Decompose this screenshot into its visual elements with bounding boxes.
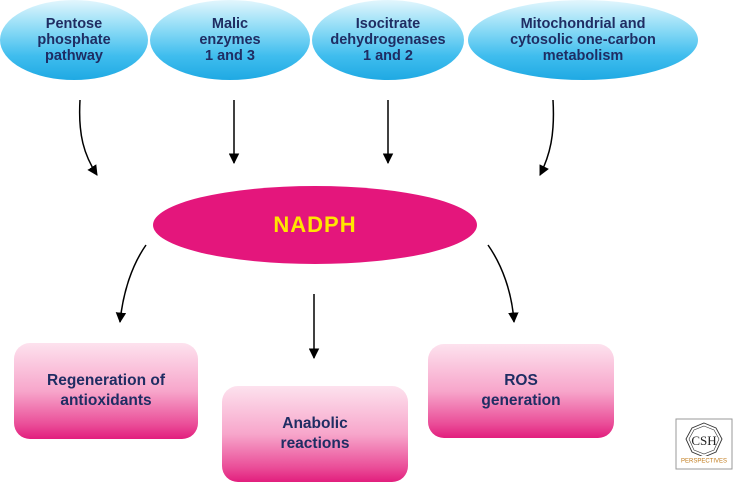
nadph-label: NADPH — [273, 212, 357, 237]
source-pentose-phosphate-pathway: Pentose phosphate pathway — [0, 0, 148, 80]
arrow-onecarbon-to-nadph — [539, 99, 555, 176]
output-ros-generation: ROS generation — [428, 344, 614, 438]
svg-text:CSH: CSH — [691, 433, 716, 448]
output-anabolic-reactions: Anabolic reactions — [222, 386, 408, 482]
svg-text:PERSPECTIVES: PERSPECTIVES — [681, 459, 727, 465]
csh-perspectives-logo: CSH PERSPECTIVES — [675, 418, 733, 470]
source-one-carbon-metabolism: Mitochondrial and cytosolic one-carbon m… — [468, 0, 698, 80]
source-isocitrate-dehydrogenases: Isocitrate dehydrogenases 1 and 2 — [312, 0, 464, 80]
arrow-pentose-to-nadph — [78, 99, 98, 176]
nadph-node: NADPH — [153, 186, 477, 264]
arrow-nadph-to-antioxidants — [115, 244, 147, 324]
output-regeneration-of-antioxidants: Regeneration of antioxidants — [14, 343, 198, 439]
arrow-nadph-to-ros — [487, 244, 519, 324]
source-malic-enzymes: Malic enzymes 1 and 3 — [150, 0, 310, 80]
